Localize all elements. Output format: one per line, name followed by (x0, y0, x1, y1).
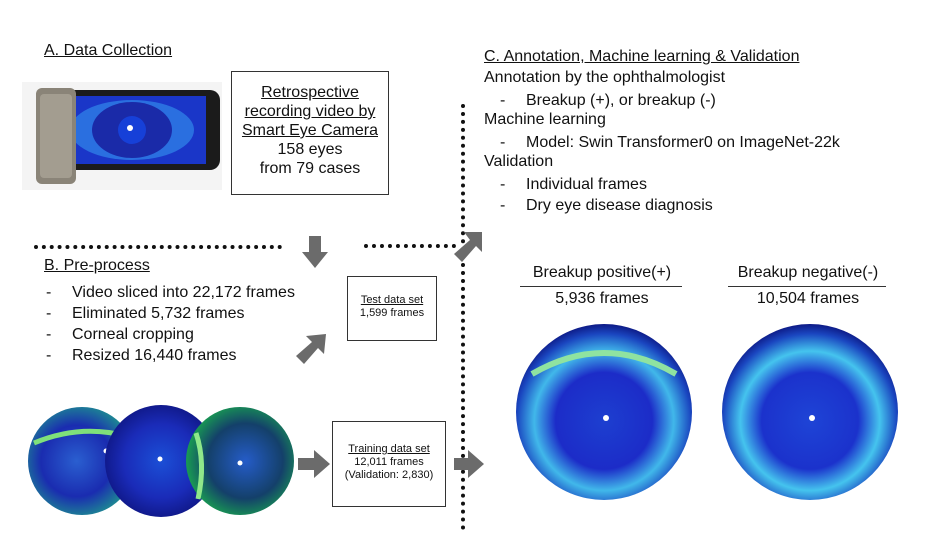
training-data-frames: 12,011 frames (354, 456, 424, 468)
down-arrow-icon (302, 236, 328, 268)
smart-eye-camera-photo (22, 82, 222, 190)
retro-line-1: Retrospective (261, 84, 359, 101)
corneal-cropped-images (26, 403, 296, 521)
breakup-positive-eye-image (514, 322, 694, 502)
breakup-negative-frames: 10,504 frames (756, 290, 860, 307)
annotation-list: Breakup (+), or breakup (-) (496, 90, 716, 111)
arrow-to-model-icon (454, 450, 484, 478)
test-data-label: Test data set (360, 294, 424, 306)
ml-item: Model: Swin Transformer0 on ImageNet-22k (496, 132, 840, 153)
validation-item: Dry eye disease diagnosis (496, 195, 713, 216)
test-data-frames: 1,599 frames (359, 307, 425, 319)
retro-line-2: recording video by (244, 103, 376, 120)
diagonal-arrow-up-right-icon (452, 232, 482, 266)
preprocess-item: Video sliced into 22,172 frames (42, 282, 295, 303)
preprocess-item: Eliminated 5,732 frames (42, 303, 295, 324)
separator-vertical-dotted (461, 104, 465, 530)
validation-item: Individual frames (496, 174, 713, 195)
separator-ab-dotted (34, 245, 282, 249)
retro-line-4: 158 eyes (277, 141, 343, 158)
ml-list: Model: Swin Transformer0 on ImageNet-22k (496, 132, 840, 153)
retro-line-3: Smart Eye Camera (241, 122, 379, 139)
section-b-title: B. Pre-process (44, 257, 150, 274)
machine-learning-heading: Machine learning (484, 111, 606, 128)
preprocess-item: Resized 16,440 frames (42, 345, 295, 366)
arrow-to-training-icon (298, 450, 330, 478)
breakup-positive-frames: 5,936 frames (555, 290, 649, 307)
preprocess-list: Video sliced into 22,172 frames Eliminat… (42, 282, 295, 366)
breakup-positive-underline (520, 286, 682, 287)
annotation-item: Breakup (+), or breakup (-) (496, 90, 716, 111)
separator-c-dotted (364, 244, 456, 248)
retrospective-recording-box: Retrospective recording video by Smart E… (231, 71, 389, 195)
validation-heading: Validation (484, 153, 554, 170)
retro-line-5: from 79 cases (259, 160, 361, 177)
arrow-to-test-icon (296, 334, 326, 364)
test-data-set-box: Test data set 1,599 frames (347, 276, 437, 341)
breakup-negative-eye-image (720, 322, 900, 502)
section-a-title: A. Data Collection (44, 42, 173, 59)
breakup-negative-underline (728, 286, 886, 287)
preprocess-item: Corneal cropping (42, 324, 295, 345)
training-data-label: Training data set (348, 443, 430, 455)
breakup-positive-label: Breakup positive(+) (532, 264, 672, 281)
annotation-heading: Annotation by the ophthalmologist (484, 69, 726, 86)
section-c-title: C. Annotation, Machine learning & Valida… (484, 48, 800, 65)
training-data-set-box: Training data set 12,011 frames (Validat… (332, 421, 446, 507)
validation-list: Individual frames Dry eye disease diagno… (496, 174, 713, 216)
training-validation-frames: (Validation: 2,830) (344, 469, 434, 481)
breakup-negative-label: Breakup negative(-) (737, 264, 879, 281)
